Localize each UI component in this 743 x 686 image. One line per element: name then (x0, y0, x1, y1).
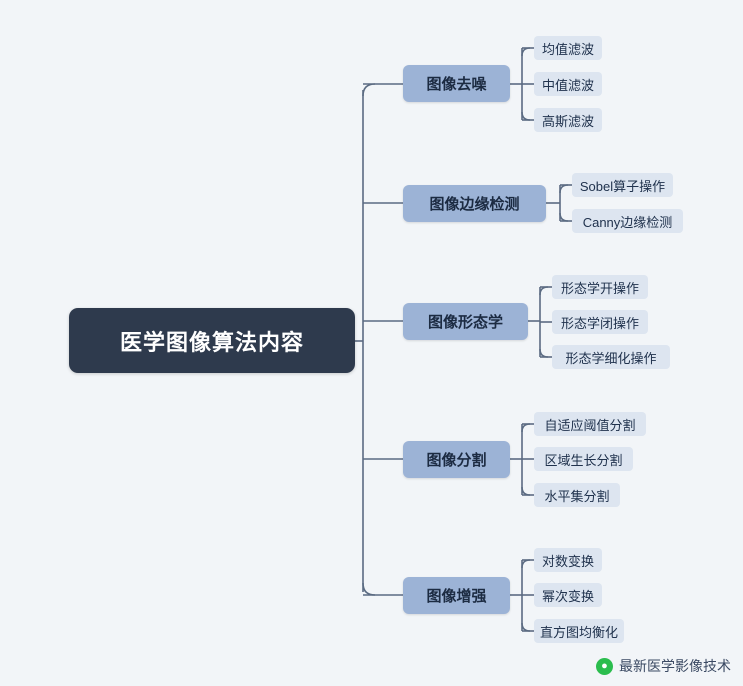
branch-node-label: 图像分割 (426, 452, 487, 469)
leaf-node-morph-close[interactable]: 形态学闭操作 (552, 310, 648, 334)
branch-node-label: 图像去噪 (426, 76, 487, 93)
leaf-node-canny-edge[interactable]: Canny边缘检测 (572, 209, 683, 233)
leaf-node-sobel-operator[interactable]: Sobel算子操作 (572, 173, 673, 197)
link-branch5-corner-bottom (521, 622, 531, 632)
link-branch1-corner-bottom (521, 111, 531, 121)
root-node[interactable]: 医学图像算法内容 (69, 308, 355, 373)
link-branch1-corner-top (521, 47, 531, 57)
link-branch3-corner-top (539, 286, 549, 296)
leaf-node-histogram-equalization[interactable]: 直方图均衡化 (534, 619, 624, 643)
leaf-node-region-growing[interactable]: 区域生长分割 (534, 447, 633, 471)
leaf-node-log-transform[interactable]: 对数变换 (534, 548, 602, 572)
leaf-node-label: 均值滤波 (542, 41, 595, 57)
leaf-node-label: 自适应阈值分割 (544, 417, 636, 433)
link-branch2-corner-top (559, 184, 569, 194)
leaf-node-power-transform[interactable]: 幂次变换 (534, 583, 602, 607)
link-branch4-corner-top (521, 423, 531, 433)
leaf-node-gaussian-filter[interactable]: 高斯滤波 (534, 108, 602, 132)
branch-node-image-denoising[interactable]: 图像去噪 (403, 65, 510, 102)
link-corner-bottom (362, 582, 376, 596)
leaf-node-morph-open[interactable]: 形态学开操作 (552, 275, 648, 299)
leaf-node-label: 水平集分割 (544, 488, 610, 504)
leaf-node-label: 幂次变换 (542, 588, 595, 604)
leaf-node-label: 中值滤波 (542, 77, 595, 93)
branch-node-morphology[interactable]: 图像形态学 (403, 303, 528, 340)
leaf-node-label: Sobel算子操作 (579, 178, 666, 194)
leaf-node-label: Canny边缘检测 (582, 214, 673, 230)
branch-node-enhancement[interactable]: 图像增强 (403, 577, 510, 614)
leaf-node-label: 形态学开操作 (560, 280, 639, 296)
leaf-node-adaptive-threshold[interactable]: 自适应阈值分割 (534, 412, 646, 436)
leaf-node-label: 形态学闭操作 (560, 315, 639, 331)
branch-node-edge-detection[interactable]: 图像边缘检测 (403, 185, 546, 222)
leaf-node-mean-filter[interactable]: 均值滤波 (534, 36, 602, 60)
leaf-node-label: 直方图均衡化 (540, 624, 619, 640)
branch-node-label: 图像形态学 (427, 314, 503, 331)
branch-node-label: 图像边缘检测 (429, 196, 520, 213)
wechat-icon: ● (596, 657, 613, 675)
leaf-node-morph-thinning[interactable]: 形态学细化操作 (552, 345, 670, 369)
leaf-node-label: 形态学细化操作 (565, 350, 657, 366)
link-corner-top (362, 83, 376, 97)
link-branch5-corner-top (521, 559, 531, 569)
link-branch4-corner-bottom (521, 486, 531, 496)
root-node-label: 医学图像算法内容 (119, 329, 304, 355)
leaf-node-label: 对数变换 (542, 553, 595, 569)
link-branch2-corner-bottom (559, 212, 569, 222)
leaf-node-median-filter[interactable]: 中值滤波 (534, 72, 602, 96)
branch-node-segmentation[interactable]: 图像分割 (403, 441, 510, 478)
branch-node-label: 图像增强 (426, 588, 487, 605)
leaf-node-label: 高斯滤波 (542, 113, 595, 129)
footer-label: 最新医学影像技术 (619, 658, 731, 674)
footer-attribution: ● 最新医学影像技术 (596, 656, 731, 676)
leaf-node-level-set[interactable]: 水平集分割 (534, 483, 620, 507)
leaf-node-label: 区域生长分割 (544, 452, 623, 468)
link-branch3-corner-bottom (539, 348, 549, 358)
